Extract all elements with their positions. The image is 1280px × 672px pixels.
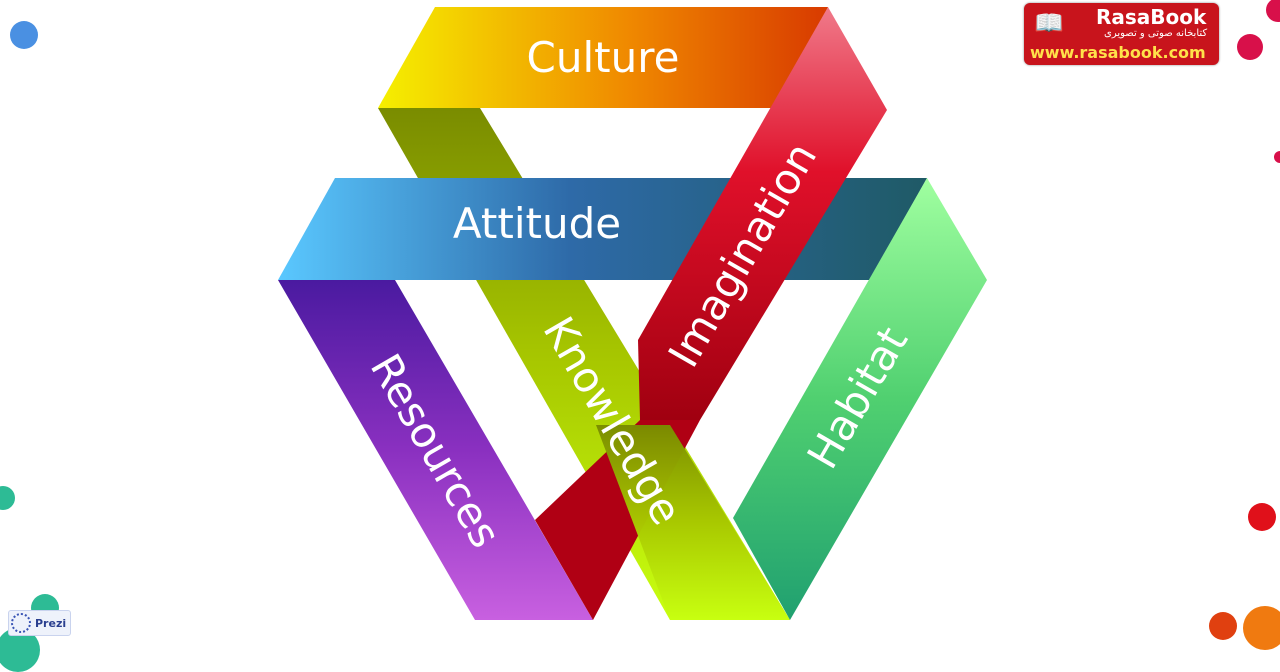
imagination-band — [638, 7, 887, 420]
resources-band — [278, 280, 593, 620]
book-icon: 📖 — [1034, 9, 1064, 37]
rasabook-logo[interactable]: 📖 RasaBook کتابخانه صوتی و تصویری www.ra… — [1024, 3, 1219, 65]
logo-url: www.rasabook.com — [1030, 43, 1206, 62]
logo-brand: RasaBook — [1096, 5, 1207, 29]
logo-tagline: کتابخانه صوتی و تصویری — [1104, 28, 1208, 39]
label-culture: Culture — [527, 33, 680, 82]
habitat-band — [733, 178, 987, 620]
culture-band — [378, 7, 828, 108]
knowledge-band-lower — [596, 425, 790, 620]
prezi-icon — [11, 613, 31, 633]
label-attitude: Attitude — [453, 199, 621, 248]
prezi-badge[interactable]: Prezi — [8, 610, 72, 636]
prezi-label: Prezi — [35, 616, 67, 630]
